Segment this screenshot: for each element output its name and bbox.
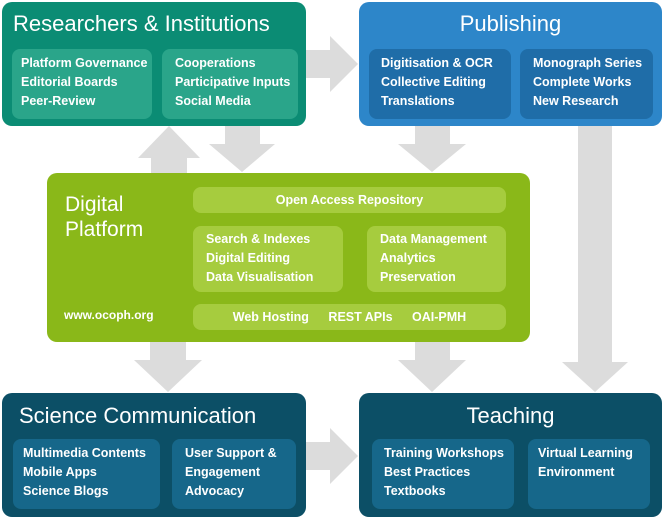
researchers-institutions-box: Researchers & Institutions Platform Gove… [2,2,306,126]
arrow-researchers-to-publishing [306,36,358,92]
list-item: Preservation [380,270,456,284]
list-item: Translations [381,94,455,108]
platform-services-bar: Web Hosting REST APIs OAI-PMH [193,304,506,330]
list-item: Data Visualisation [206,270,314,284]
open-access-repository-bar: Open Access Repository [193,187,506,213]
teaching-vle-panel: Virtual Learning Environment [528,439,650,509]
science-communication-title: Science Communication [19,403,257,428]
arrow-publishing-to-teaching [562,126,628,392]
service-item: OAI-PMH [412,310,467,324]
service-item: REST APIs [328,310,393,324]
list-item: Data Management [380,232,487,246]
list-item: Cooperations [175,56,256,70]
researchers-cooperation-panel: Cooperations Participative Inputs Social… [162,49,298,119]
list-item: Mobile Apps [23,465,97,479]
publishing-title: Publishing [459,11,562,36]
researchers-title: Researchers & Institutions [13,11,270,36]
scicom-support-panel: User Support & Engagement Advocacy [172,439,296,509]
list-item: Digitisation & OCR [381,56,493,70]
arrow-platform-to-scicom [134,342,202,392]
platform-url: www.ocoph.org [64,308,154,322]
list-item: Participative Inputs [175,75,291,89]
list-item: Editorial Boards [21,75,118,89]
science-communication-box: Science Communication Multimedia Content… [2,393,306,517]
arrow-researchers-to-platform [209,126,275,172]
list-item: Science Blogs [23,484,109,498]
list-item: Textbooks [384,484,446,498]
list-item: Social Media [175,94,251,108]
arrow-platform-to-researchers [138,126,200,173]
list-item: Environment [538,465,615,479]
list-item: Training Workshops [384,446,504,460]
researchers-governance-panel: Platform Governance Editorial Boards Pee… [12,49,152,119]
list-item: Peer-Review [21,94,96,108]
list-item: New Research [533,94,619,108]
teaching-box: Teaching Training Workshops Best Practic… [359,393,662,517]
arrow-platform-to-teaching [398,342,466,392]
list-item: Engagement [185,465,261,479]
teaching-title: Teaching [466,403,555,428]
list-item: Advocacy [185,484,245,498]
publishing-series-panel: Monograph Series Complete Works New Rese… [520,49,653,119]
list-item: Analytics [380,251,436,265]
list-item: Best Practices [384,465,471,479]
platform-data-panel: Data Management Analytics Preservation [367,226,506,292]
list-item: Platform Governance [21,56,148,70]
arrow-publishing-to-platform [398,126,466,172]
list-item: Digital Editing [206,251,291,265]
service-item: Web Hosting [232,310,309,324]
arrow-scicom-to-teaching [306,428,358,484]
platform-title: Digital Platform [65,193,144,241]
teaching-training-panel: Training Workshops Best Practices Textbo… [372,439,514,509]
publishing-box: Publishing Digitisation & OCR Collective… [359,2,662,126]
publishing-process-panel: Digitisation & OCR Collective Editing Tr… [369,49,511,119]
digital-platform-box: Digital Platform Open Access Repository … [47,173,530,342]
list-item: Collective Editing [381,75,486,89]
list-item: Multimedia Contents [23,446,146,460]
list-item: Virtual Learning [538,446,633,460]
list-item: Monograph Series [533,56,643,70]
list-item: Search & Indexes [206,232,311,246]
scicom-media-panel: Multimedia Contents Mobile Apps Science … [13,439,160,509]
platform-search-panel: Search & Indexes Digital Editing Data Vi… [193,226,343,292]
list-item: User Support & [185,446,277,460]
list-item: Complete Works [533,75,632,89]
